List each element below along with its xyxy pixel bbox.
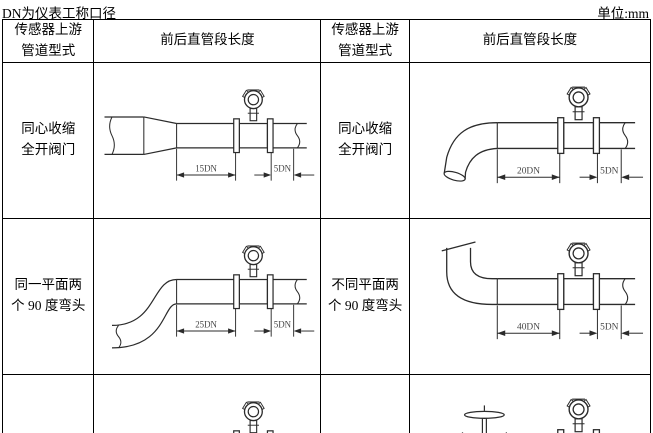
header-upstream-pipe-type-left: 传感器上游 管道型式 [1,19,95,63]
pipe-diagram-reducer: 15DN 5DN [104,89,315,181]
diagram-cell: 15DN 5DN [93,61,322,219]
pipe-diagram-elbow-up: 40DN 5DN [441,241,643,339]
row-label: 同一平面两 个 90 度弯头 [1,217,95,375]
row-label: 同心收缩 全开阀门 [320,61,410,219]
table-row: 同心扩管 30DN5DN 调节阀半开 阀门(不推荐) 50DN5DN [1,373,652,433]
svg-text:5DN: 5DN [274,320,292,330]
svg-text:5DN: 5DN [600,322,618,332]
row-label: 同心扩管 [1,373,95,433]
header-upstream-pipe-type-right: 传感器上游 管道型式 [320,19,410,63]
note-dn-definition: DN为仪表工称口径 [2,6,116,21]
pipe-diagram-valve-half-open: 50DN5DN [461,398,600,433]
svg-text:5DN: 5DN [600,166,618,176]
svg-text:15DN: 15DN [195,164,217,174]
table-row: 同一平面两 个 90 度弯头 25DN 5DN 不同平面两 个 90 度弯头 40… [1,217,652,375]
diagram-cell: 20DN 5DN [408,61,652,219]
row-label: 同心收缩 全开阀门 [1,61,95,219]
svg-text:20DN: 20DN [517,166,540,176]
header-straight-length-right: 前后直管段长度 [408,19,652,63]
top-notes: DN为仪表工称口径 单位:mm [0,0,653,21]
installation-requirements-table: 传感器上游 管道型式 前后直管段长度 传感器上游 管道型式 前后直管段长度 同心… [1,19,652,433]
diagram-cell: 25DN 5DN [93,217,322,375]
pipe-diagram-expander: 30DN5DN [233,401,274,433]
note-unit: 单位:mm [597,6,649,21]
table-row: 同心收缩 全开阀门 15DN 5DN 同心收缩 全开阀门 20DN 5DN [1,61,652,219]
pipe-diagram-s-bend: 25DN 5DN [111,245,315,349]
row-label: 不同平面两 个 90 度弯头 [320,217,410,375]
row-label: 调节阀半开 阀门(不推荐) [320,373,410,433]
svg-text:40DN: 40DN [517,322,540,332]
diagram-cell: 50DN5DN [408,373,652,433]
header-straight-length-left: 前后直管段长度 [93,19,322,63]
svg-text:25DN: 25DN [195,320,217,330]
pipe-diagram-elbow-down: 20DN 5DN [443,86,643,183]
diagram-cell: 30DN5DN [93,373,322,433]
svg-text:5DN: 5DN [274,164,292,174]
table-header-row: 传感器上游 管道型式 前后直管段长度 传感器上游 管道型式 前后直管段长度 [1,19,652,63]
diagram-cell: 40DN 5DN [408,217,652,375]
